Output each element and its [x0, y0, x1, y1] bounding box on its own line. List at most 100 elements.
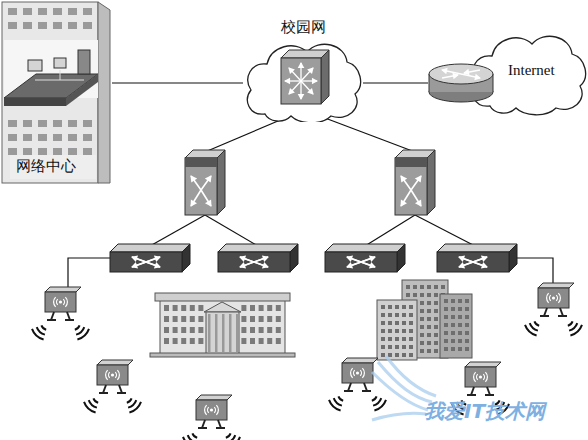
window	[259, 338, 264, 344]
window	[241, 316, 246, 322]
window	[276, 338, 281, 344]
window	[38, 22, 47, 29]
arrow-head	[190, 199, 197, 206]
arrow-head	[288, 88, 295, 95]
window	[420, 317, 424, 321]
ap-top	[465, 362, 501, 367]
ap-signal-arc	[547, 293, 549, 303]
window	[409, 305, 413, 309]
ap-signal-dot	[356, 371, 359, 374]
ap-foot	[485, 394, 494, 396]
ap-front	[538, 288, 569, 308]
radio-wave	[524, 324, 537, 336]
lan-cable	[60, 70, 61, 80]
window	[250, 327, 255, 333]
window	[68, 134, 77, 141]
window	[83, 148, 92, 155]
window	[395, 321, 399, 325]
window	[434, 349, 438, 353]
portico	[206, 312, 239, 354]
window	[427, 333, 431, 337]
arrow-head	[262, 256, 269, 262]
window	[451, 347, 455, 351]
ap-signal-dot	[479, 375, 482, 378]
arrow-head	[441, 68, 448, 74]
radio-wave	[36, 327, 45, 336]
network-cable	[415, 215, 475, 246]
switch-top	[218, 244, 298, 252]
core-switch-side	[321, 50, 329, 104]
radio-wave	[88, 400, 97, 409]
window	[427, 325, 431, 329]
switch-side	[182, 244, 190, 272]
switch-front	[325, 252, 397, 272]
arrow-shaft	[411, 176, 421, 190]
ap-signal-arc	[208, 407, 209, 413]
ap-signal-arc	[360, 370, 361, 376]
window	[402, 313, 406, 317]
access-switch	[437, 244, 517, 272]
window	[409, 353, 413, 357]
window	[267, 338, 272, 344]
window	[388, 329, 392, 333]
distribution-switch	[395, 150, 435, 215]
window	[83, 134, 92, 141]
switch-front	[437, 252, 509, 272]
ap-front	[196, 400, 227, 420]
arrow-head	[190, 175, 197, 182]
column	[236, 314, 239, 352]
arrow-head	[400, 199, 407, 206]
window	[465, 323, 469, 327]
window	[434, 285, 438, 289]
window	[420, 301, 424, 305]
wing-stroke	[378, 362, 432, 402]
window	[409, 337, 413, 341]
access-switch	[218, 244, 298, 272]
window	[427, 293, 431, 297]
window	[53, 8, 62, 15]
building-body	[2, 2, 98, 183]
ap-foot	[344, 390, 353, 392]
window	[173, 316, 178, 322]
window	[381, 353, 385, 357]
switch-side	[427, 150, 435, 215]
window	[434, 293, 438, 297]
arrow-head	[369, 256, 376, 262]
arrow-head	[415, 175, 422, 182]
window	[53, 148, 62, 155]
radio-wave	[529, 323, 538, 332]
building-block	[377, 300, 417, 360]
switch-band	[185, 158, 217, 167]
switch-side	[397, 244, 405, 272]
window	[381, 313, 385, 317]
window	[241, 338, 246, 344]
node-label: 网络中心	[16, 157, 96, 176]
window	[458, 299, 462, 303]
window	[173, 305, 178, 311]
network-link	[363, 82, 428, 83]
campus-building	[377, 280, 472, 360]
window	[23, 22, 32, 29]
network-link	[112, 82, 243, 83]
building-block	[440, 294, 472, 358]
window	[198, 316, 203, 322]
window	[409, 313, 413, 317]
arrow-head	[452, 73, 459, 79]
arrow-head	[463, 69, 470, 75]
ap-signal-arc	[216, 405, 218, 415]
radio-wave	[77, 328, 90, 340]
window	[381, 345, 385, 349]
network-cable	[205, 118, 285, 152]
network-cable	[68, 258, 110, 290]
window	[458, 331, 462, 335]
building-steps	[150, 353, 295, 357]
cloud-node: Internet	[428, 28, 588, 118]
window	[250, 338, 255, 344]
window	[241, 327, 246, 333]
window	[38, 120, 47, 127]
ap-foot	[216, 427, 225, 429]
window	[164, 305, 169, 311]
access-point	[83, 360, 142, 413]
arrow-shaft	[301, 68, 313, 81]
campus-building	[150, 293, 295, 357]
